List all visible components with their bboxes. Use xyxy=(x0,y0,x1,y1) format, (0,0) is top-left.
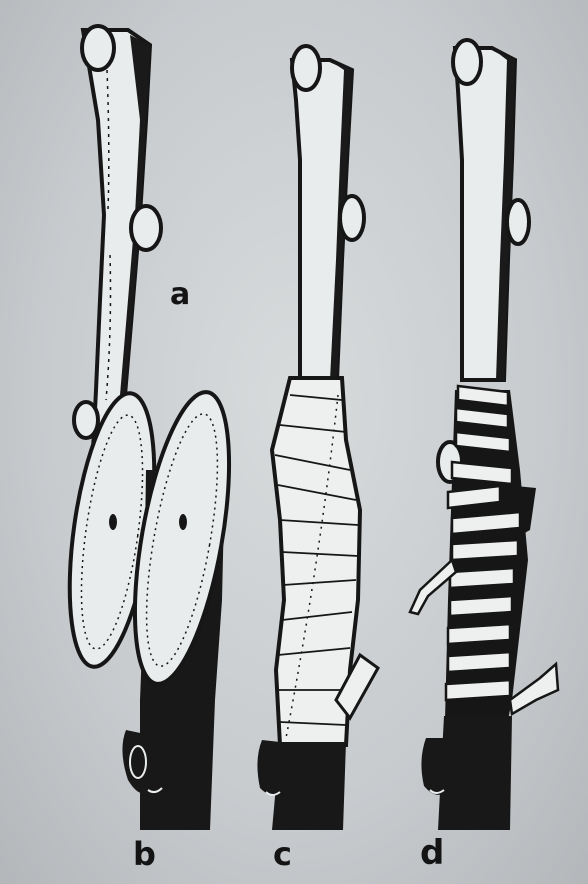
terminal-bud xyxy=(82,26,114,70)
label-b: b xyxy=(133,838,156,870)
label-d: d xyxy=(420,836,444,870)
shield-bud xyxy=(74,402,98,438)
panel-c-bound-graft xyxy=(257,46,378,830)
label-a: a xyxy=(170,280,190,310)
label-c: c xyxy=(273,838,292,870)
panel-d-strip-binding xyxy=(410,40,558,830)
side-bud xyxy=(131,206,161,250)
